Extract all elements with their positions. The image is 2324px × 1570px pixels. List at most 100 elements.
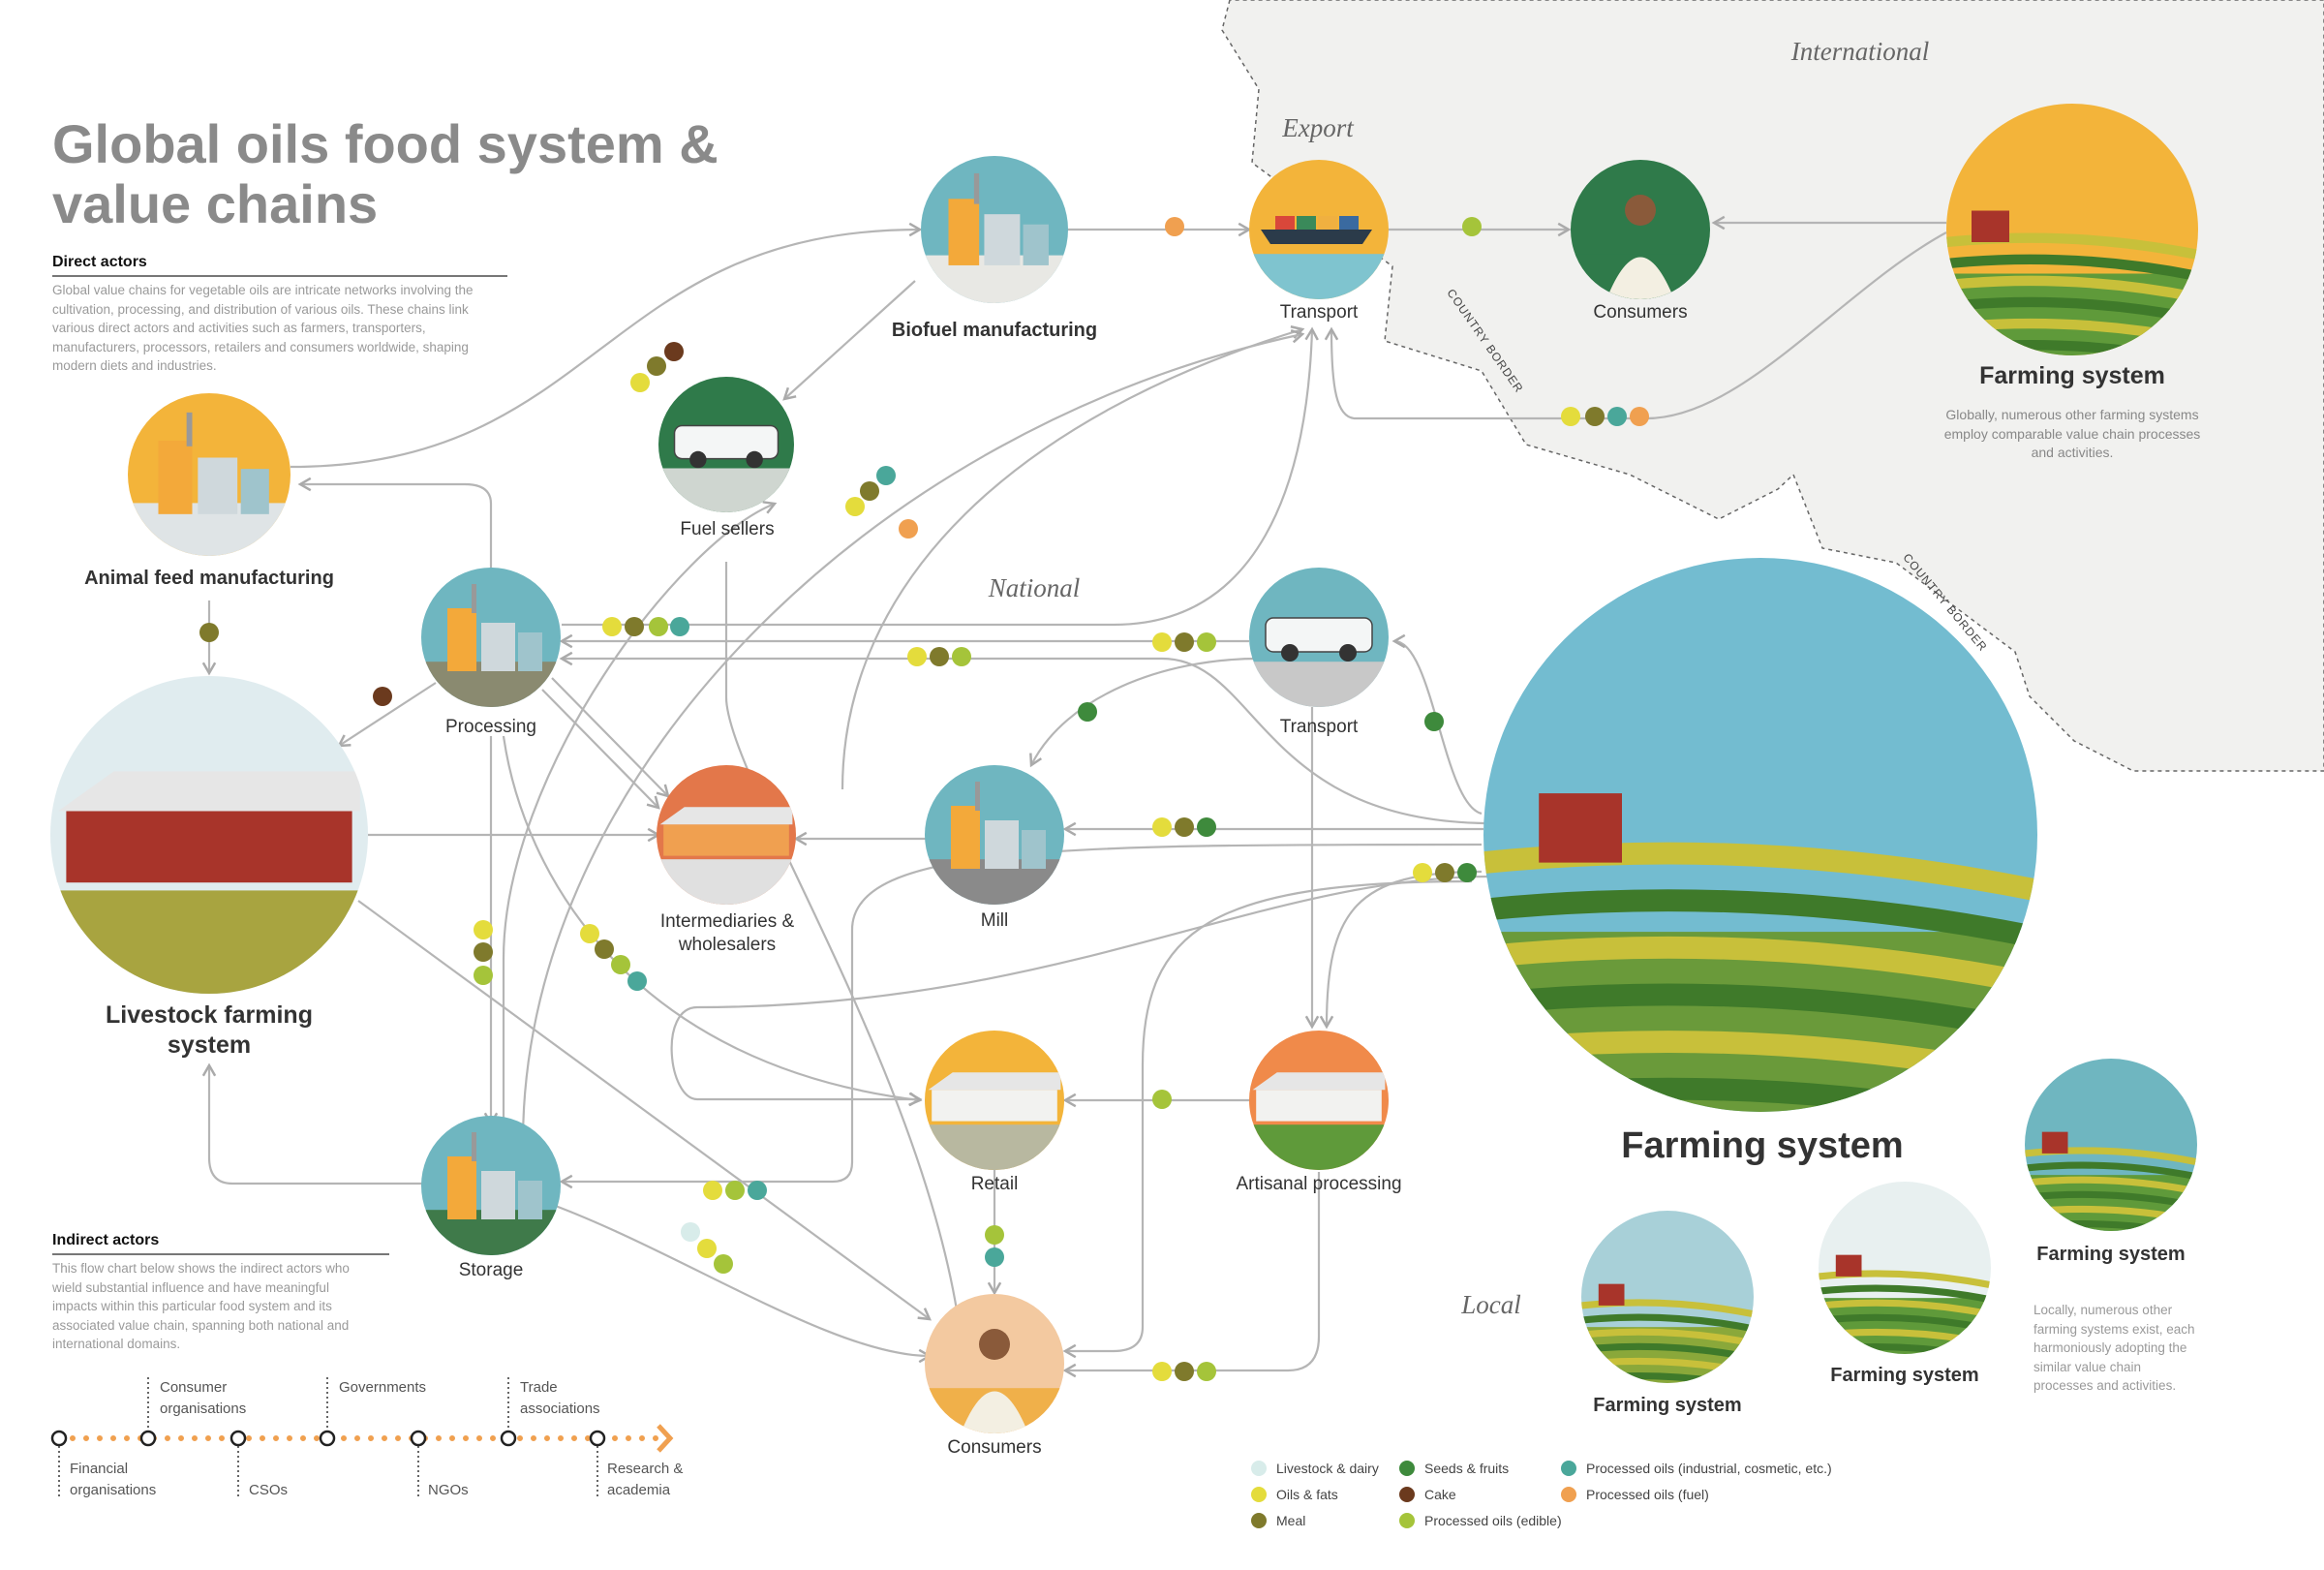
node-farming-system-local-1[interactable]: Farming system <box>1593 1395 1742 1416</box>
timeline-node <box>589 1430 606 1447</box>
node-mill[interactable]: Mill <box>980 910 1009 931</box>
region-export: Export <box>1282 113 1354 142</box>
node-retail[interactable]: Retail <box>970 1174 1019 1194</box>
legend-item: Livestock & dairy <box>1251 1461 1379 1476</box>
node-illustration-biofuel[interactable] <box>921 156 1068 329</box>
timeline-research: Research & academia <box>607 1461 684 1498</box>
node-illustration-storage[interactable] <box>421 1116 561 1279</box>
node-illustration-processing[interactable] <box>421 568 561 731</box>
node-intermediaries-wholesalers[interactable]: Intermediaries & wholesalers <box>659 911 795 955</box>
flow-line <box>782 280 916 401</box>
node-livestock-farming-system[interactable]: Livestock farming system <box>106 1001 313 1059</box>
region-international: International <box>1790 37 1930 66</box>
flow-dot <box>595 939 614 959</box>
legend-item: Processed oils (fuel) <box>1561 1487 1709 1502</box>
flow-dot <box>860 481 879 501</box>
flow-dot <box>1175 632 1194 652</box>
legend-swatch <box>1399 1461 1415 1476</box>
node-farming-system-international[interactable]: Farming system <box>1979 362 2165 389</box>
legend-item: Processed oils (industrial, cosmetic, et… <box>1561 1461 1832 1476</box>
flow-dot <box>1197 632 1216 652</box>
timeline-consumer-orgs: Consumer organisations <box>160 1379 247 1417</box>
flow-dot <box>580 924 599 943</box>
node-illustration-farming-local-1[interactable] <box>1581 1211 1754 1413</box>
flow-dot <box>199 623 219 642</box>
flow-dot <box>1561 407 1580 426</box>
flow-dot <box>1424 712 1444 731</box>
direct-actors-heading: Direct actors <box>52 254 507 277</box>
node-animal-feed-manufacturing[interactable]: Animal feed manufacturing <box>84 568 334 589</box>
region-local: Local <box>1461 1290 1521 1319</box>
node-consumers-national[interactable]: Consumers <box>947 1437 1042 1458</box>
node-illustration-consumers-intl[interactable] <box>1571 160 1710 323</box>
flow-dot <box>630 373 650 392</box>
flow-dot <box>952 647 971 666</box>
flow-dot <box>1585 407 1605 426</box>
timeline-csos: CSOs <box>249 1482 289 1498</box>
node-illustration-artisanal[interactable] <box>1249 1031 1389 1194</box>
node-processing[interactable]: Processing <box>445 717 536 737</box>
node-fuel-sellers[interactable]: Fuel sellers <box>680 519 775 539</box>
flow-dot <box>625 617 644 636</box>
indirect-actors-text: This flow chart below shows the indirect… <box>52 1261 350 1351</box>
flow-line <box>841 325 1305 790</box>
flow-dot <box>1462 217 1482 236</box>
node-illustration-consumers-national[interactable] <box>925 1294 1064 1458</box>
node-illustration-fuel-sellers[interactable] <box>658 377 794 537</box>
node-artisanal-processing[interactable]: Artisanal processing <box>1236 1174 1402 1194</box>
legend-item: Cake <box>1399 1487 1456 1502</box>
region-national: National <box>988 573 1081 602</box>
node-illustration-farming-intl[interactable] <box>1946 104 2198 400</box>
flow-line <box>724 562 964 1325</box>
flow-dot <box>474 942 493 962</box>
node-illustration-farming-local-3[interactable] <box>2025 1059 2197 1261</box>
direct-actors-text: Global value chains for vegetable oils a… <box>52 283 474 373</box>
legend-swatch <box>1251 1513 1267 1528</box>
flow-line <box>336 682 437 748</box>
node-illustration-farming-local-2[interactable] <box>1819 1182 1991 1384</box>
flow-dot <box>714 1254 733 1274</box>
flow-line <box>1324 231 1947 420</box>
flow-line <box>502 501 778 1143</box>
node-illustration-transport-national[interactable] <box>1249 568 1389 731</box>
flow-dot <box>1165 217 1184 236</box>
node-illustration-farming-main[interactable] <box>1483 558 2037 1209</box>
node-illustration-animal-feed[interactable] <box>128 393 290 584</box>
flow-dot <box>664 342 684 361</box>
node-storage[interactable]: Storage <box>458 1260 524 1280</box>
legend-item: Processed oils (edible) <box>1399 1513 1562 1528</box>
flow-dot <box>845 497 865 516</box>
timeline-node <box>229 1430 247 1447</box>
flow-dot <box>876 466 896 485</box>
node-illustration-livestock[interactable] <box>50 676 368 1049</box>
timeline-node <box>319 1430 336 1447</box>
node-farming-system-main[interactable]: Farming system <box>1621 1125 1904 1166</box>
flow-dot <box>474 920 493 939</box>
node-transport-export[interactable]: Transport <box>1279 302 1359 323</box>
flow-dot <box>1078 702 1097 722</box>
node-biofuel-manufacturing[interactable]: Biofuel manufacturing <box>891 320 1098 341</box>
legend-item: Meal <box>1251 1513 1305 1528</box>
node-illustration-transport-export[interactable] <box>1249 160 1389 323</box>
flow-line <box>1029 657 1260 768</box>
node-illustration-mill[interactable] <box>925 765 1064 929</box>
node-farming-system-local-3[interactable]: Farming system <box>2036 1244 2186 1265</box>
flow-dot <box>474 966 493 985</box>
legend-item: Oils & fats <box>1251 1487 1338 1502</box>
flow-line <box>1319 870 1483 1030</box>
flow-dot <box>1457 863 1477 882</box>
timeline-node <box>139 1430 157 1447</box>
timeline-trade-associations: Trade associations <box>520 1379 600 1417</box>
flow-dot <box>1152 817 1172 837</box>
flow-dot <box>1152 1362 1172 1381</box>
node-consumers-international[interactable]: Consumers <box>1593 302 1688 323</box>
node-illustration-retail[interactable] <box>925 1031 1064 1194</box>
timeline-ngos: NGOs <box>428 1482 469 1498</box>
flow-line <box>201 1062 426 1185</box>
node-transport-national[interactable]: Transport <box>1279 717 1359 737</box>
flow-line <box>521 329 1305 1144</box>
node-illustration-intermediaries[interactable] <box>657 765 796 929</box>
legend-swatch <box>1399 1487 1415 1502</box>
node-farming-system-local-2[interactable]: Farming system <box>1830 1365 1979 1386</box>
flow-line <box>357 900 933 1321</box>
